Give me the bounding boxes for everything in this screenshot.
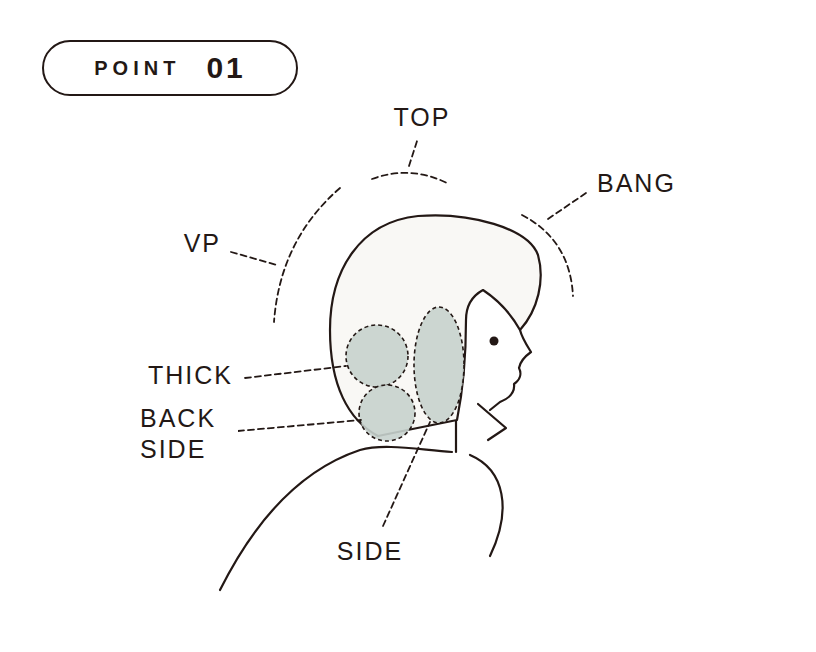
front-body-line: [470, 455, 503, 556]
bang-label: BANG: [595, 168, 678, 199]
top-leader: [409, 138, 418, 166]
thick-label: THICK: [146, 360, 235, 391]
eye: [490, 337, 499, 346]
back-side-leader: [238, 420, 361, 431]
point-word: POINT: [94, 57, 180, 80]
back-side-label: BACK SIDE: [138, 403, 238, 465]
thick-leader: [245, 366, 346, 378]
vp-leader: [231, 252, 277, 265]
point-number: 01: [206, 51, 245, 85]
side-label: SIDE: [335, 536, 405, 567]
top-label: TOP: [392, 102, 453, 133]
point-pill: POINT 01: [42, 40, 298, 96]
neck-line: [455, 418, 457, 452]
back-side-zone: [359, 385, 415, 441]
top-arc: [372, 173, 447, 183]
vp-arc: [274, 188, 340, 322]
bang-leader: [548, 193, 586, 219]
bang-arc: [522, 215, 573, 296]
side-leader: [383, 422, 430, 526]
vp-label: VP: [182, 228, 223, 259]
side-zone: [414, 307, 464, 423]
thick-zone: [346, 325, 408, 387]
back-shoulder-line: [220, 447, 452, 590]
face-profile: [490, 330, 531, 410]
